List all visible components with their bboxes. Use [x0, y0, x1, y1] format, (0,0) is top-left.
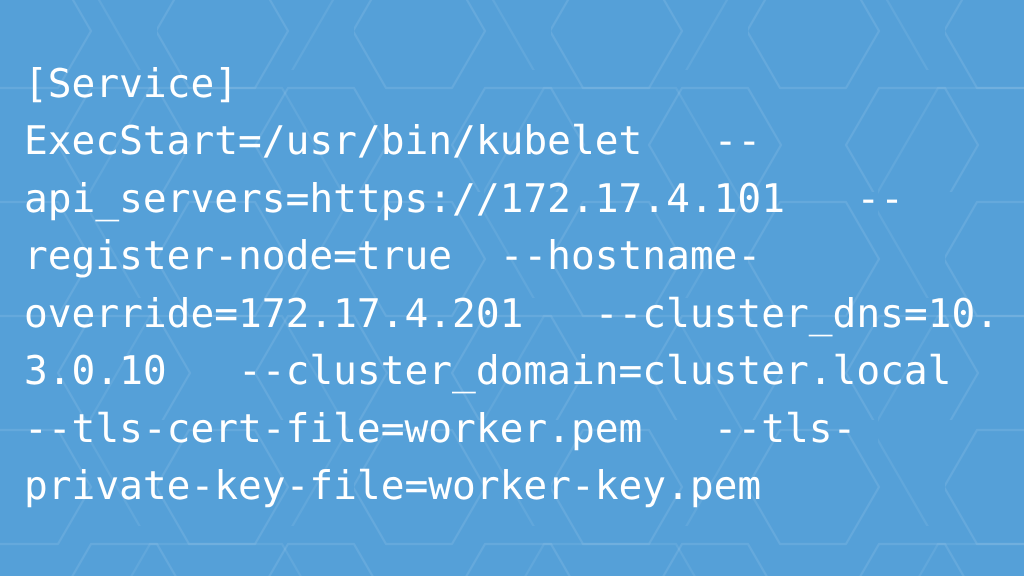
code-line: override=172.17.4.201 --cluster_dns=10. [24, 290, 1000, 337]
code-line: private-key-file=worker-key.pem [24, 463, 762, 509]
code-block: [Service] ExecStart=/usr/bin/kubelet -- ap… [24, 56, 1014, 516]
code-line: [Service] [24, 60, 239, 107]
code-line: api_servers=https://172.17.4.101 -- [24, 175, 904, 222]
code-line: register-node=true --hostname- [24, 233, 762, 279]
code-line: 3.0.10 --cluster_domain=cluster.local [24, 348, 952, 394]
code-line: --tls-cert-file=worker.pem --tls- [24, 405, 857, 452]
code-line: ExecStart=/usr/bin/kubelet -- [24, 118, 762, 164]
